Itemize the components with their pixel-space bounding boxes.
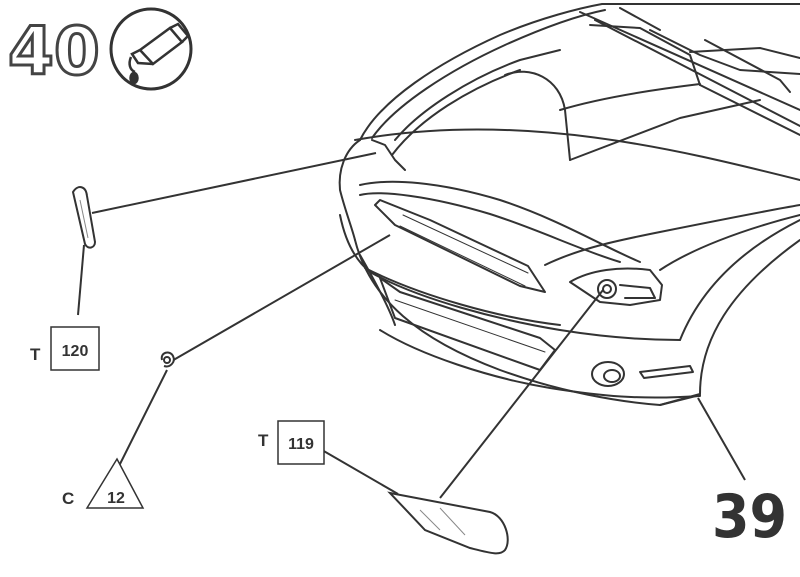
reference-step: 39 (712, 482, 787, 551)
callout-t119: T 119 (258, 420, 325, 465)
glue-tube-icon (109, 7, 193, 91)
leader-lines (77, 152, 746, 499)
part-t120-lens (71, 186, 97, 249)
step-number-label: 40 (8, 13, 100, 90)
part-t119-lens (387, 491, 509, 555)
callout-t120-prefix: T (30, 345, 41, 364)
callout-c12-prefix: C (62, 489, 74, 508)
callout-c12: C 12 (62, 457, 145, 509)
car-front-body (338, 3, 800, 406)
step-number: 40 (7, 12, 102, 92)
callout-t119-number: 119 (288, 436, 314, 453)
callout-c12-number: 12 (107, 490, 125, 507)
part-c12-clip (160, 351, 175, 368)
callout-t120: T 120 (30, 326, 100, 371)
reference-step-number: 39 (712, 482, 787, 551)
callout-t119-prefix: T (258, 431, 269, 450)
callout-t120-number: 120 (62, 343, 89, 360)
